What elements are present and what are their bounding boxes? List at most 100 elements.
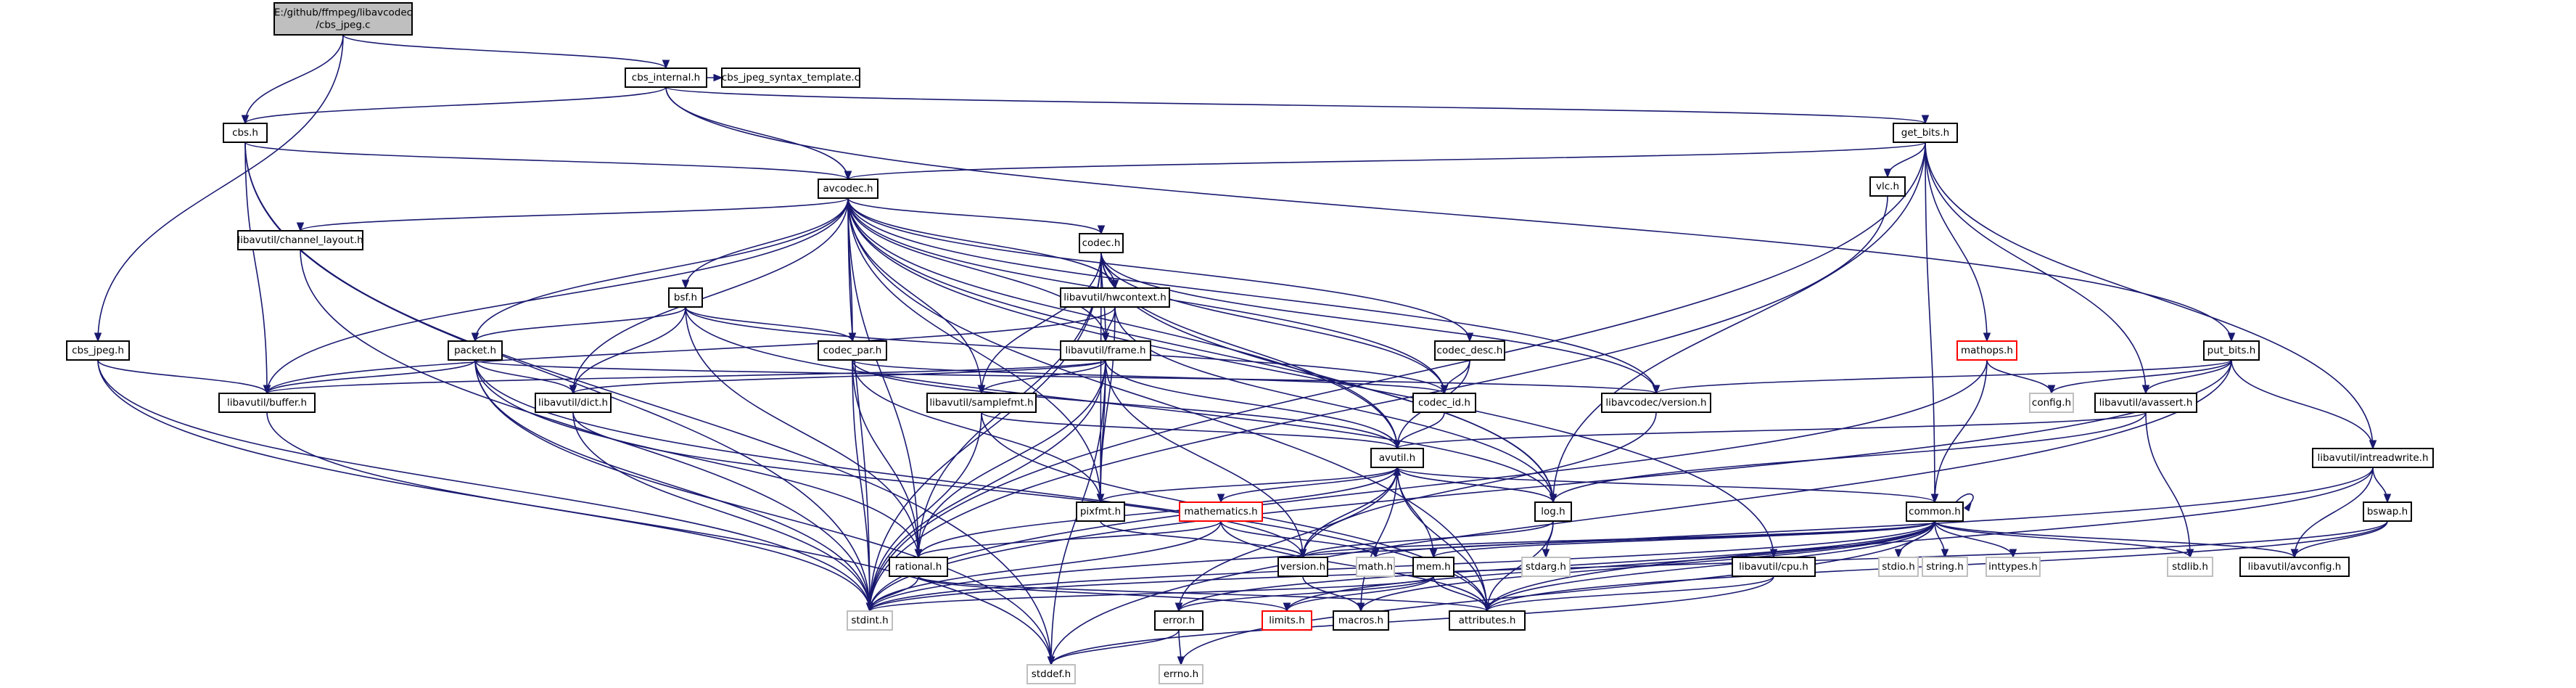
node-stdint-h[interactable]: stdint.h xyxy=(847,610,893,631)
node-cbs-jpeg-syntax-template-c[interactable]: cbs_jpeg_syntax_template.c xyxy=(721,67,860,88)
node-packet-h[interactable]: packet.h xyxy=(448,340,503,361)
node-label: libavcodec/version.h xyxy=(1605,397,1706,409)
edge-avcodec_h-to-buffer_h xyxy=(263,197,849,395)
node-avutil-h[interactable]: avutil.h xyxy=(1370,448,1424,468)
edge-avutil_h-to-rational_h xyxy=(914,467,1398,559)
edge-avcodec_h-to-channel_layout_h xyxy=(296,197,849,232)
node-put-bits-h[interactable]: put_bits.h xyxy=(2203,340,2260,361)
node-stddef-h[interactable]: stddef.h xyxy=(1026,664,1076,684)
node-mathops-h[interactable]: mathops.h xyxy=(1956,340,2017,361)
edge-cbs_internal_h-to-cbs_h xyxy=(241,86,667,125)
node-avassert-h[interactable]: libavutil/avassert.h xyxy=(2094,393,2197,413)
node-buffer-h[interactable]: libavutil/buffer.h xyxy=(218,393,316,413)
edge-get_bits_h-to-log_h xyxy=(1549,142,1926,504)
node-label: libavutil/intreadwrite.h xyxy=(2317,452,2428,464)
node-stdarg-h[interactable]: stdarg.h xyxy=(1521,557,1571,577)
edge-hwcontext_h-to-buffer_h xyxy=(263,306,1116,395)
node-label: libavutil/dict.h xyxy=(538,397,608,409)
node-get-bits-h[interactable]: get_bits.h xyxy=(1893,123,1958,143)
node-mem-h[interactable]: mem.h xyxy=(1412,557,1454,577)
node-label: stddef.h xyxy=(1032,668,1071,680)
edge-intreadwrite_h-to-bswap_h xyxy=(2372,467,2392,504)
node-channel-layout-h[interactable]: libavutil/channel_layout.h xyxy=(237,230,363,250)
node-cbs-jpeg-h[interactable]: cbs_jpeg.h xyxy=(66,340,130,361)
node-label: stdio.h xyxy=(1882,561,1915,573)
edge-codec_par_h-to-codec_id_h xyxy=(852,359,1449,395)
edge-cbs_h-to-avcodec_h xyxy=(244,142,852,181)
edge-avcodec_h-to-rational_h xyxy=(847,197,923,559)
node-config-h[interactable]: config.h xyxy=(2029,393,2074,413)
edge-samplefmt_h-to-stdint_h xyxy=(865,411,982,613)
node-common-h[interactable]: common.h xyxy=(1906,501,1964,522)
node-label: bsf.h xyxy=(674,292,697,303)
node-dict-h[interactable]: libavutil/dict.h xyxy=(535,393,612,413)
edge-mathops_h-to-config_h xyxy=(1986,359,2056,395)
node-label: common.h xyxy=(1909,506,1961,517)
node-bswap-h[interactable]: bswap.h xyxy=(2363,501,2412,522)
node-label: codec_desc.h xyxy=(1437,345,1503,356)
node-cpu-h[interactable]: libavutil/cpu.h xyxy=(1732,557,1816,577)
node-label: libavutil/samplefmt.h xyxy=(929,397,1033,409)
node-samplefmt-h[interactable]: libavutil/samplefmt.h xyxy=(926,393,1037,413)
node-label: cbs_internal.h xyxy=(632,72,700,83)
node-inttypes-h[interactable]: inttypes.h xyxy=(1986,557,2041,577)
node-label: stdarg.h xyxy=(1526,561,1566,573)
edge-avutil_h-to-common_h xyxy=(1396,467,1939,504)
node-vlc-h[interactable]: vlc.h xyxy=(1869,176,1906,197)
edge-get_bits_h-to-common_h xyxy=(1925,142,1939,504)
node-label: bswap.h xyxy=(2367,506,2408,517)
node-label: stdlib.h xyxy=(2172,561,2208,573)
edge-put_bits_h-to-intreadwrite_h xyxy=(2231,359,2377,450)
node-label: libavutil/cpu.h xyxy=(1739,561,1808,573)
edge-put_bits_h-to-avassert_h xyxy=(2141,359,2232,395)
node-stdlib-h[interactable]: stdlib.h xyxy=(2167,557,2213,577)
node-pixfmt-h[interactable]: pixfmt.h xyxy=(1076,501,1125,522)
node-frame-h[interactable]: libavutil/frame.h xyxy=(1060,340,1151,361)
node-codec-h[interactable]: codec.h xyxy=(1079,233,1124,253)
edge-error_h-to-errno_h xyxy=(1177,629,1185,666)
node-limits-h[interactable]: limits.h xyxy=(1262,610,1312,631)
node-hwcontext-h[interactable]: libavutil/hwcontext.h xyxy=(1060,287,1170,308)
node-label: inttypes.h xyxy=(1988,561,2038,573)
node-error-h[interactable]: error.h xyxy=(1154,610,1203,631)
node-math-h[interactable]: math.h xyxy=(1356,557,1395,577)
node-label: libavutil/frame.h xyxy=(1065,345,1145,356)
node-codec-id-h[interactable]: codec_id.h xyxy=(1412,393,1476,413)
node-version-h[interactable]: version.h xyxy=(1277,557,1328,577)
edge-cbs_internal_h-to-get_bits_h xyxy=(665,86,1930,125)
node-label: libavutil/channel_layout.h xyxy=(237,234,363,246)
node-attributes-h[interactable]: attributes.h xyxy=(1449,610,1526,631)
node-avconfig-h[interactable]: libavutil/avconfig.h xyxy=(2239,557,2350,577)
edge-dict_h-to-stdint_h xyxy=(572,411,874,613)
edge-bswap_h-to-avconfig_h xyxy=(2290,520,2388,559)
edge-cbs_internal_h-to-cbs_jpeg_syntax_template_c xyxy=(707,73,723,82)
node-rational-h[interactable]: rational.h xyxy=(889,557,948,577)
node-label: attributes.h xyxy=(1459,615,1516,626)
edge-cbs_h-to-buffer_h xyxy=(244,142,271,395)
node-errno-h[interactable]: errno.h xyxy=(1159,664,1203,684)
node-codec-desc-h[interactable]: codec_desc.h xyxy=(1434,340,1505,361)
node-string-h[interactable]: string.h xyxy=(1922,557,1968,577)
node-avcodec-h[interactable]: avcodec.h xyxy=(818,179,878,199)
edge-mem_h-to-avutil_h xyxy=(1393,466,1434,558)
edge-put_bits_h-to-config_h xyxy=(2047,359,2232,395)
node-log-h[interactable]: log.h xyxy=(1534,501,1572,522)
node-root[interactable]: E:/github/ffmpeg/libavcodec/cbs_jpeg.c xyxy=(273,2,413,36)
node-mathematics-h[interactable]: mathematics.h xyxy=(1179,501,1263,522)
edge-mathops_h-to-common_h xyxy=(1930,359,1988,504)
node-stdio-h[interactable]: stdio.h xyxy=(1878,557,1919,577)
node-intreadwrite-h[interactable]: libavutil/intreadwrite.h xyxy=(2312,448,2434,468)
node-label: log.h xyxy=(1541,506,1565,517)
node-bsf-h[interactable]: bsf.h xyxy=(668,287,703,308)
node-codec-par-h[interactable]: codec_par.h xyxy=(818,340,887,361)
edge-channel_layout_h-to-stdint_h xyxy=(300,249,874,613)
edge-get_bits_h-to-vlc_h xyxy=(1883,142,1926,179)
edge-avcodec_h-to-packet_h xyxy=(471,197,849,343)
node-avcodec-version-h[interactable]: libavcodec/version.h xyxy=(1601,393,1711,413)
node-label: put_bits.h xyxy=(2207,345,2256,356)
node-cbs-h[interactable]: cbs.h xyxy=(223,123,268,143)
node-macros-h[interactable]: macros.h xyxy=(1333,610,1389,631)
edge-mathematics_h-to-rational_h xyxy=(914,520,1222,559)
node-label: codec_id.h xyxy=(1418,397,1470,409)
node-cbs-internal-h[interactable]: cbs_internal.h xyxy=(625,67,707,88)
